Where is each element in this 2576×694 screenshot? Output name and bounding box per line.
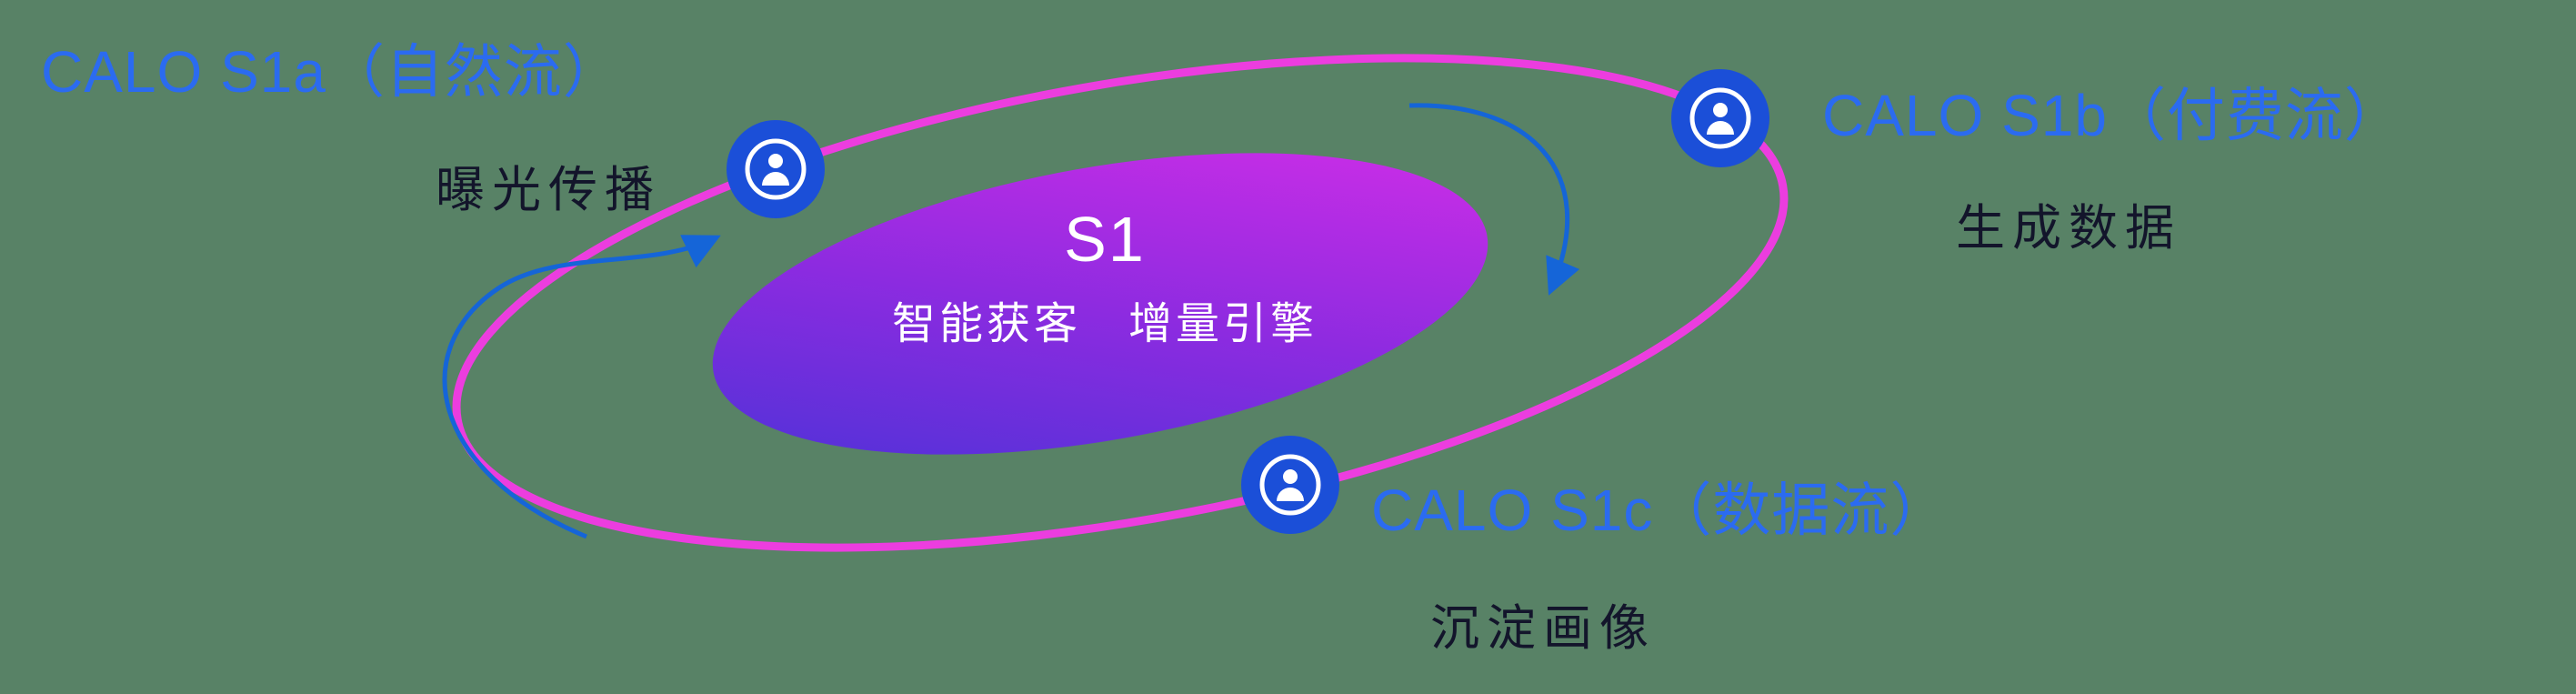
core-subtitle: 智能获客 增量引擎 bbox=[891, 300, 1318, 348]
label-s1b-title: CALO S1b（付费流） bbox=[1822, 83, 2403, 148]
label-s1c-subtitle: 沉淀画像 bbox=[1430, 601, 1656, 656]
label-s1b-subtitle: 生成数据 bbox=[1956, 201, 2181, 256]
right-curved-arrow-icon bbox=[1408, 103, 1580, 296]
user-icon bbox=[745, 138, 807, 200]
user-icon bbox=[1689, 87, 1751, 149]
node-disc bbox=[1671, 69, 1769, 167]
label-s1a-subtitle: 曝光传播 bbox=[436, 163, 661, 217]
left-curved-arrow-icon bbox=[442, 235, 721, 539]
node-s1a bbox=[727, 120, 825, 218]
user-icon bbox=[1259, 454, 1321, 516]
node-s1b bbox=[1671, 69, 1769, 167]
node-s1c bbox=[1241, 436, 1339, 534]
label-s1a-title: CALO S1a（自然流） bbox=[41, 39, 622, 105]
node-disc bbox=[727, 120, 825, 218]
core-ellipse bbox=[712, 153, 1488, 455]
node-disc bbox=[1241, 436, 1339, 534]
label-s1c-title: CALO S1c（数据流） bbox=[1371, 478, 1950, 543]
core-text: S1 智能获客 增量引擎 bbox=[892, 205, 1318, 351]
orbit-ring bbox=[452, 54, 1789, 552]
core-title: S1 bbox=[1064, 204, 1146, 275]
